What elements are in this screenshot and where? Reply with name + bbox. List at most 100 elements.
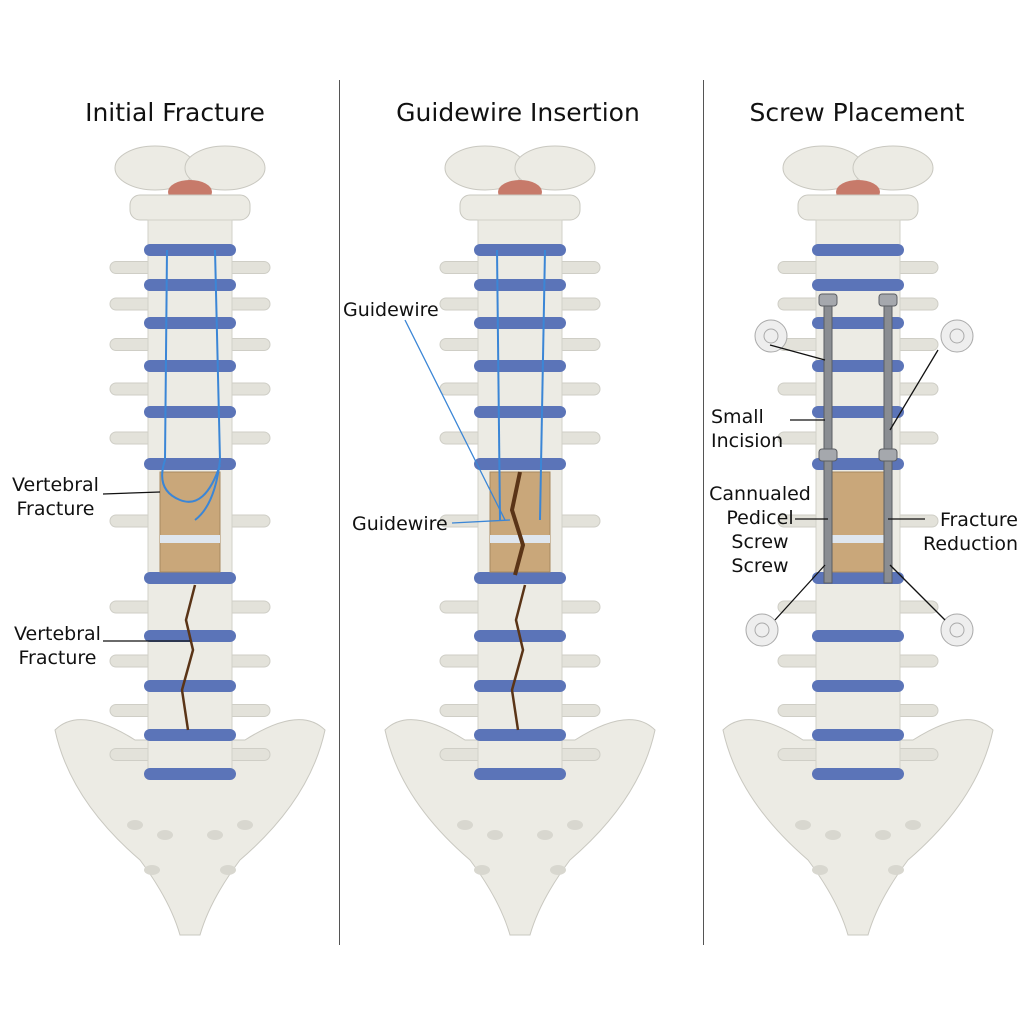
sacral-foramen <box>812 865 828 875</box>
fracture-crack <box>510 584 527 731</box>
intervertebral-disc <box>144 680 236 692</box>
sacral-foramen <box>825 830 841 840</box>
vertebral-body <box>815 577 901 637</box>
intervertebral-disc <box>474 768 566 780</box>
intervertebral-disc <box>144 572 236 584</box>
vertebral-body <box>477 734 563 775</box>
panel-divider <box>703 80 704 945</box>
sacral-foramen <box>127 820 143 830</box>
vertebral-body <box>147 284 233 324</box>
intervertebral-disc <box>812 572 904 584</box>
sacrum <box>384 719 656 936</box>
intervertebral-disc <box>474 279 566 291</box>
screw-head <box>878 448 898 462</box>
vertebral-body <box>147 685 233 736</box>
leader-line <box>404 319 506 521</box>
incision-marker-icon <box>949 328 965 344</box>
incision-marker-icon <box>949 622 965 638</box>
vertebral-body <box>147 322 233 367</box>
sacral-foramen <box>537 830 553 840</box>
sacral-foramen <box>888 865 904 875</box>
vertebral-body <box>477 365 563 413</box>
vertebral-body <box>477 322 563 367</box>
leader-line <box>769 344 826 361</box>
leader-line <box>451 519 511 524</box>
label-guidewire-1: Guidewire <box>343 299 439 321</box>
sacral-foramen <box>220 865 236 875</box>
pedicle-screw <box>883 297 893 584</box>
screw-head <box>818 448 838 462</box>
intervertebral-disc <box>474 317 566 329</box>
intervertebral-disc <box>144 317 236 329</box>
axis-vertebra <box>797 194 919 221</box>
intervertebral-disc <box>474 458 566 470</box>
incision-marker-icon <box>940 613 974 647</box>
sacral-foramen <box>905 820 921 830</box>
atlas-vertebra <box>514 145 596 191</box>
atlas-vertebra <box>852 145 934 191</box>
guidewire <box>161 249 221 503</box>
sacral-foramen <box>474 865 490 875</box>
leader-line <box>889 349 939 431</box>
intervertebral-disc <box>144 458 236 470</box>
sacrum <box>54 719 326 936</box>
intervertebral-disc <box>812 317 904 329</box>
panel-title-initial-fracture: Initial Fracture <box>85 98 265 127</box>
fracture-crack <box>180 584 197 731</box>
intervertebral-disc <box>144 279 236 291</box>
intervertebral-disc <box>474 729 566 741</box>
sacral-foramen <box>567 820 583 830</box>
incision-marker-icon <box>754 622 770 638</box>
intervertebral-disc <box>812 768 904 780</box>
intervertebral-disc <box>144 360 236 372</box>
screw-head <box>818 293 838 307</box>
screw-head <box>878 293 898 307</box>
pedicle-screw <box>823 297 833 584</box>
intervertebral-disc <box>474 680 566 692</box>
incision-marker-icon <box>745 613 779 647</box>
sacral-foramen <box>875 830 891 840</box>
panel-divider <box>339 80 340 945</box>
intervertebral-disc <box>812 279 904 291</box>
sacral-foramen <box>795 820 811 830</box>
intervertebral-disc <box>144 244 236 256</box>
intervertebral-disc <box>812 406 904 418</box>
fracture-crack <box>509 471 526 576</box>
fracture-gap <box>160 535 220 543</box>
panel-title-screw-placement: Screw Placement <box>749 98 965 127</box>
leader-line <box>774 564 826 621</box>
intervertebral-disc <box>812 244 904 256</box>
vertebral-body <box>147 734 233 775</box>
vertebral-body <box>815 635 901 687</box>
incision-marker-icon <box>940 319 974 353</box>
incision-marker-icon <box>763 328 779 344</box>
sacrum <box>722 719 994 936</box>
sacral-foramen <box>457 820 473 830</box>
intervertebral-disc <box>812 729 904 741</box>
intervertebral-disc <box>474 360 566 372</box>
sacral-foramen <box>237 820 253 830</box>
sacral-foramen <box>144 865 160 875</box>
sacral-foramen <box>157 830 173 840</box>
incision-marker-icon <box>754 319 788 353</box>
guidewire <box>194 249 222 521</box>
axis-vertebra <box>129 194 251 221</box>
intervertebral-disc <box>144 729 236 741</box>
intervertebral-disc <box>144 406 236 418</box>
intervertebral-disc <box>474 406 566 418</box>
axis-vertebra <box>459 194 581 221</box>
fracture-gap <box>828 535 888 543</box>
intervertebral-disc <box>474 572 566 584</box>
guidewire <box>539 249 546 521</box>
guidewire <box>496 249 501 521</box>
label-guidewire-2: Guidewire <box>352 513 448 535</box>
panel-title-guidewire-insertion: Guidewire Insertion <box>396 98 640 127</box>
atlas-vertebra <box>184 145 266 191</box>
intervertebral-disc <box>812 630 904 642</box>
leader-line <box>889 564 946 621</box>
